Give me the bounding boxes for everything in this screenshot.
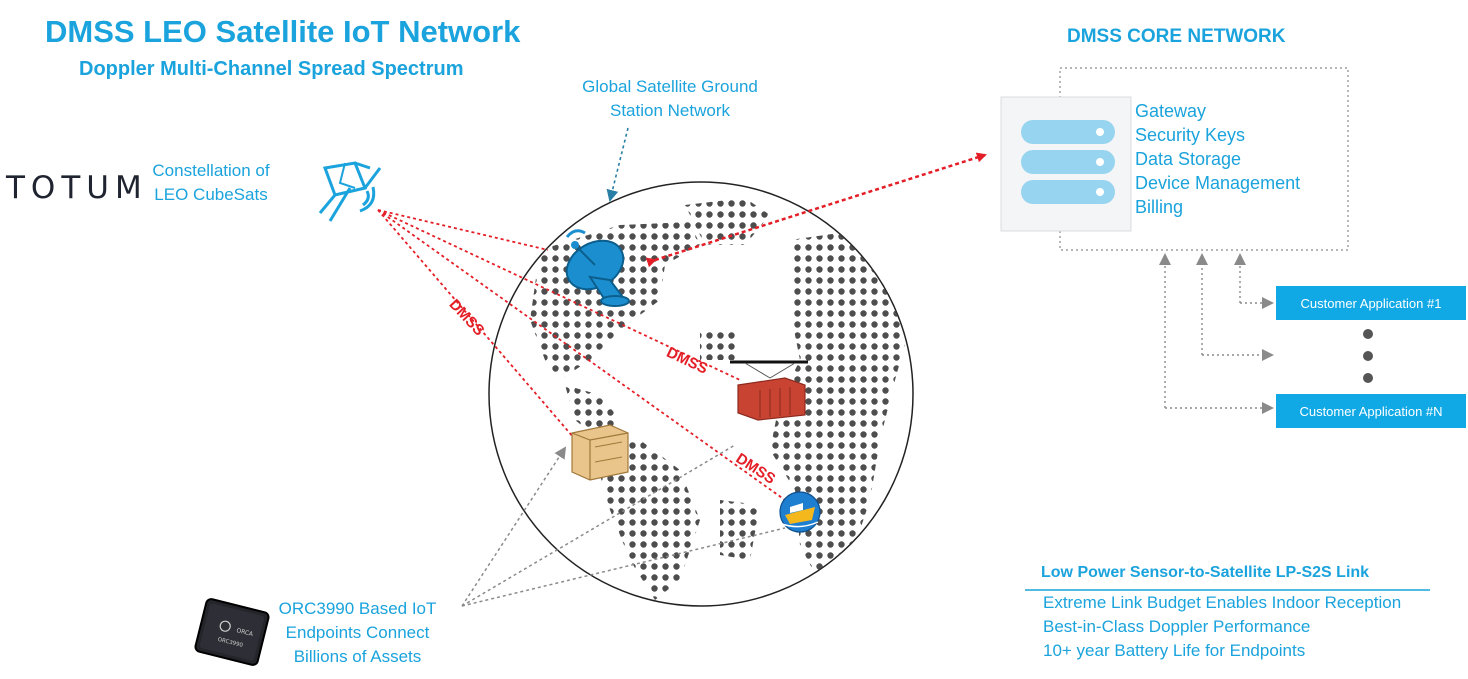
customer-application-first[interactable]: Customer Application #1: [1276, 286, 1466, 320]
lp-s2s-item: Best-in-Class Doppler Performance: [1043, 617, 1311, 636]
ellipsis-dots: [1363, 329, 1373, 383]
core-network-item: Gateway: [1135, 101, 1207, 121]
database-icon: [1021, 120, 1115, 204]
endpoints-label: ORC3990 Based IoT Endpoints Connect Bill…: [270, 597, 445, 669]
core-network-item: Security Keys: [1135, 125, 1246, 145]
constellation-label-line: Constellation of: [152, 161, 270, 180]
page-subtitle: Doppler Multi-Channel Spread Spectrum: [79, 58, 464, 80]
lp-s2s-item: 10+ year Battery Life for Endpoints: [1043, 641, 1306, 660]
dmss-link-container: [377, 209, 741, 381]
core-link-arrow: [645, 152, 987, 268]
lp-s2s-item: Extreme Link Budget Enables Indoor Recep…: [1043, 593, 1402, 612]
ground-station-pointer: [606, 127, 629, 202]
endpoint-link-container: [461, 444, 736, 607]
dmss-links: [377, 209, 793, 506]
chip-brand-text: ORCA: [236, 627, 255, 638]
endpoints-label-line: Endpoints Connect: [285, 623, 430, 642]
ground-station-label-line: Station Network: [610, 101, 730, 120]
cargo-ship-icon: [779, 491, 821, 533]
shipping-container-icon: [730, 360, 808, 421]
satellite-icon: [318, 161, 382, 222]
endpoints-label-line: ORC3990 Based IoT: [278, 599, 437, 618]
lp-s2s-list: Extreme Link Budget Enables Indoor Recep…: [1043, 591, 1401, 663]
globe: [488, 181, 914, 607]
totum-logo: TOTUM: [6, 170, 148, 206]
core-network-item: Data Storage: [1135, 149, 1242, 169]
endpoint-link-ship: [461, 527, 786, 607]
constellation-label-line: LEO CubeSats: [154, 185, 268, 204]
core-network-title: DMSS CORE NETWORK: [1067, 26, 1286, 47]
endpoint-links: [461, 444, 786, 607]
endpoint-link-crate: [461, 446, 567, 607]
ground-station-label: Global Satellite Ground Station Network: [565, 75, 775, 123]
core-network-list: Gateway Security Keys Data Storage Devic…: [1135, 99, 1300, 219]
customer-application-last[interactable]: Customer Application #N: [1276, 394, 1466, 428]
ground-station-dish-icon: [565, 229, 630, 307]
orc3990-chip-icon: ORCA ORC3990: [194, 598, 270, 666]
core-network-item: Billing: [1135, 197, 1184, 217]
dmss-link-crate: [377, 209, 581, 446]
page-title: DMSS LEO Satellite IoT Network: [45, 14, 521, 49]
core-network-item: Device Management: [1135, 173, 1301, 193]
wooden-crate-icon: [571, 424, 629, 481]
ground-station-label-line: Global Satellite Ground: [582, 77, 758, 96]
database-card: [1000, 96, 1132, 232]
application-connectors: [1159, 253, 1274, 414]
dmss-link-ship: [377, 209, 793, 506]
dmss-link-ground: [377, 209, 549, 251]
endpoints-label-line: Billions of Assets: [293, 647, 422, 666]
lp-s2s-title: Low Power Sensor-to-Satellite LP-S2S Lin…: [1041, 564, 1370, 581]
constellation-label: Constellation of LEO CubeSats: [140, 159, 282, 207]
